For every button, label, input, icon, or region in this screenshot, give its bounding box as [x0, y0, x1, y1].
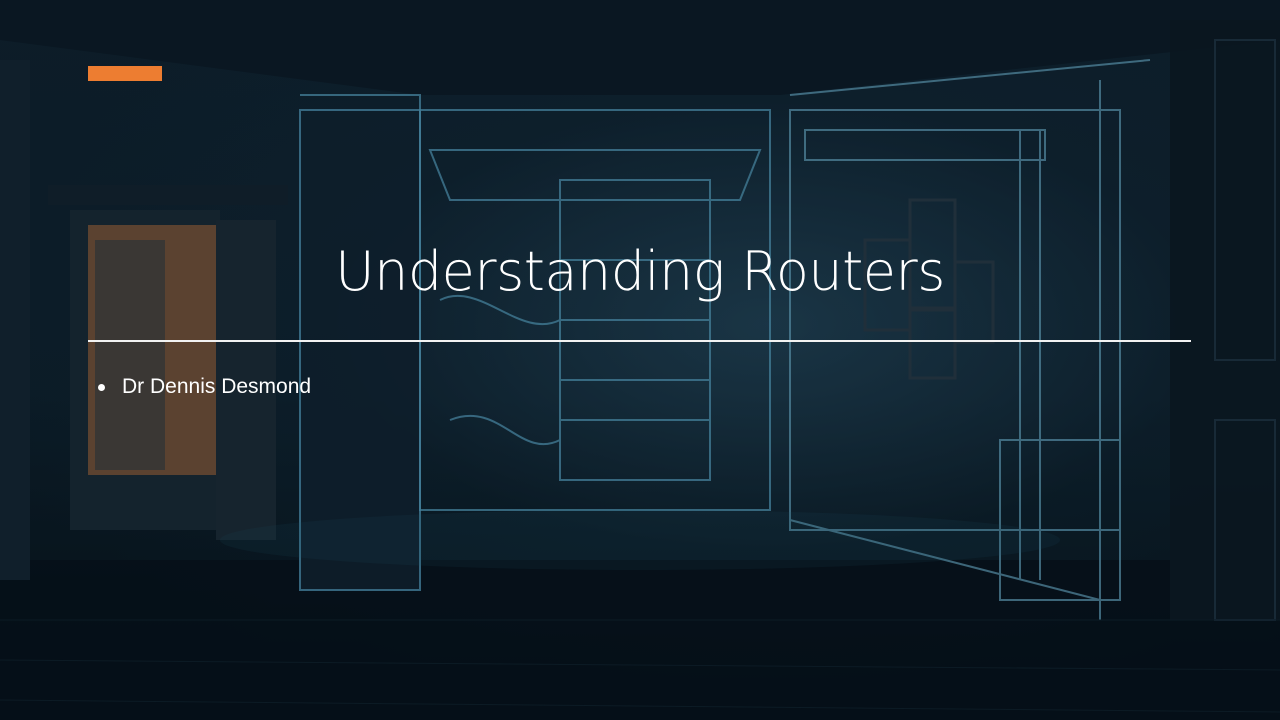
bullet-text: Dr Dennis Desmond	[122, 375, 312, 398]
slide-title: Understanding Routers	[335, 240, 945, 303]
bullet-dot-icon	[98, 383, 105, 391]
accent-bar	[88, 66, 162, 81]
bullet-item: Dr Dennis Desmond	[98, 372, 311, 402]
title-divider	[88, 340, 1191, 342]
bullet-list: Dr Dennis Desmond	[98, 372, 311, 402]
